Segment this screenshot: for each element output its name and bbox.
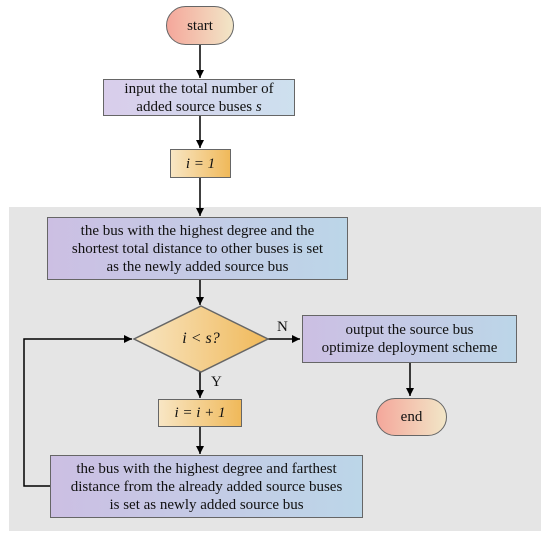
decision-label: i < s? — [182, 330, 220, 347]
select-next-line1: the bus with the highest degree and fart… — [76, 460, 337, 477]
start-label: start — [187, 17, 213, 34]
output-step-line2: optimize deployment scheme — [321, 340, 498, 356]
output-step-box: output the source bus optimize deploymen… — [302, 315, 517, 363]
increment-step-box: i = i + 1 — [158, 399, 242, 427]
branch-no-label: N — [277, 319, 288, 335]
select-first-line1: the bus with the highest degree and the — [80, 222, 315, 239]
end-label: end — [400, 409, 423, 425]
init-step-box: i = 1 — [170, 149, 231, 178]
increment-step-label: i = i + 1 — [174, 405, 226, 421]
select-first-line3: as the newly added source bus — [106, 258, 289, 275]
init-step-label: i = 1 — [185, 155, 216, 172]
input-step-line1: input the total number of — [124, 80, 274, 97]
branch-yes-label: Y — [211, 374, 222, 390]
input-step-box: input the total number of added source b… — [103, 79, 295, 116]
select-next-line2: distance from the already added source b… — [70, 478, 343, 495]
end-terminal: end — [376, 398, 447, 436]
select-next-bus-box: the bus with the highest degree and fart… — [50, 455, 363, 518]
input-step-var: s — [255, 98, 262, 115]
select-first-line2: shortest total distance to other buses i… — [71, 240, 324, 257]
select-first-bus-box: the bus with the highest degree and the … — [47, 217, 348, 280]
input-step-line2: added source buses — [136, 98, 253, 115]
output-step-line1: output the source bus — [345, 322, 474, 338]
select-next-line3: is set as newly added source bus — [109, 496, 304, 513]
start-terminal: start — [166, 6, 234, 45]
